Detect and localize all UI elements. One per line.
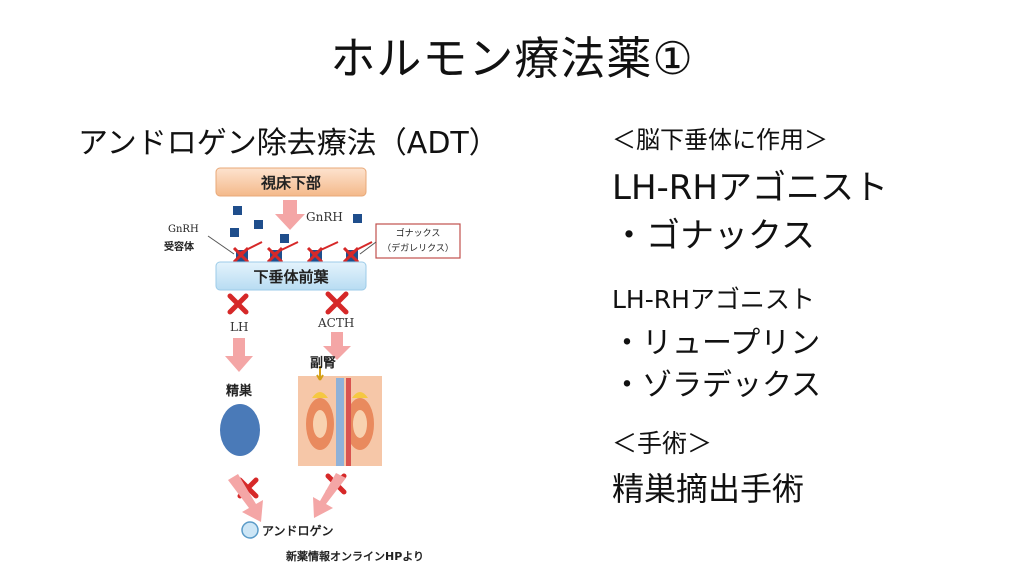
receptor-label-1: GnRH	[168, 224, 199, 235]
heading-surgery: ＜手術＞	[612, 429, 713, 458]
hypothalamus-box	[215, 167, 367, 197]
receptor-label-2: 受容体	[164, 242, 194, 253]
adrenal-label: 副腎	[310, 356, 337, 371]
agonist-title: LH-RHアゴニスト	[612, 285, 815, 314]
gonax-box	[375, 223, 461, 259]
gonax-label-1: ゴナックス	[395, 229, 441, 239]
surgery-item: 精巣摘出手術	[612, 470, 805, 508]
lh-label: LH	[230, 320, 249, 334]
testis-shape	[220, 404, 260, 456]
heading-brain: ＜脳下垂体に作用＞	[612, 126, 828, 154]
androgen-label: アンドロゲン	[262, 524, 334, 538]
acth-arrow	[323, 332, 351, 360]
gonax-label-2: （デガレリクス）	[382, 244, 454, 254]
adt-diagram: 視床下部 GnRH GnRH 受容体 ゴナックス （デガレリクス） 下垂体前葉 …	[150, 162, 490, 563]
agonist-item: ・リュープリン	[612, 326, 821, 361]
pituitary-label: 下垂体前葉	[253, 268, 329, 286]
agonist-item: ・ゾラデックス	[612, 368, 822, 403]
hormone-crosses	[227, 291, 349, 315]
acth-label: ACTH	[318, 316, 355, 330]
source-caption: 新薬情報オンラインHPより	[286, 550, 425, 563]
hypothalamus-label: 視床下部	[260, 174, 321, 192]
testis-label: 精巣	[226, 384, 253, 399]
gnrh-arrow	[275, 200, 305, 230]
adrenal-kidney-illustration	[298, 366, 382, 466]
androgen-circle	[241, 521, 259, 539]
antagonist-item: ・ゴナックス	[612, 216, 815, 256]
slide-title: ホルモン療法薬①	[330, 32, 694, 85]
antagonist-title: LH-RHアゴニスト	[612, 168, 888, 208]
pituitary-box	[215, 261, 367, 291]
output-arrows	[228, 473, 346, 522]
slide-subtitle: アンドロゲン除去療法（ADT）	[78, 126, 499, 161]
receptor-pointer	[207, 235, 235, 255]
gnrh-label: GnRH	[306, 210, 343, 224]
lh-arrow	[225, 338, 253, 372]
gonax-pointer	[359, 241, 377, 255]
diagram-graphics	[207, 167, 461, 539]
gnrh-molecules	[230, 206, 362, 243]
receptor-crosses	[232, 246, 360, 264]
receptors	[236, 250, 358, 262]
